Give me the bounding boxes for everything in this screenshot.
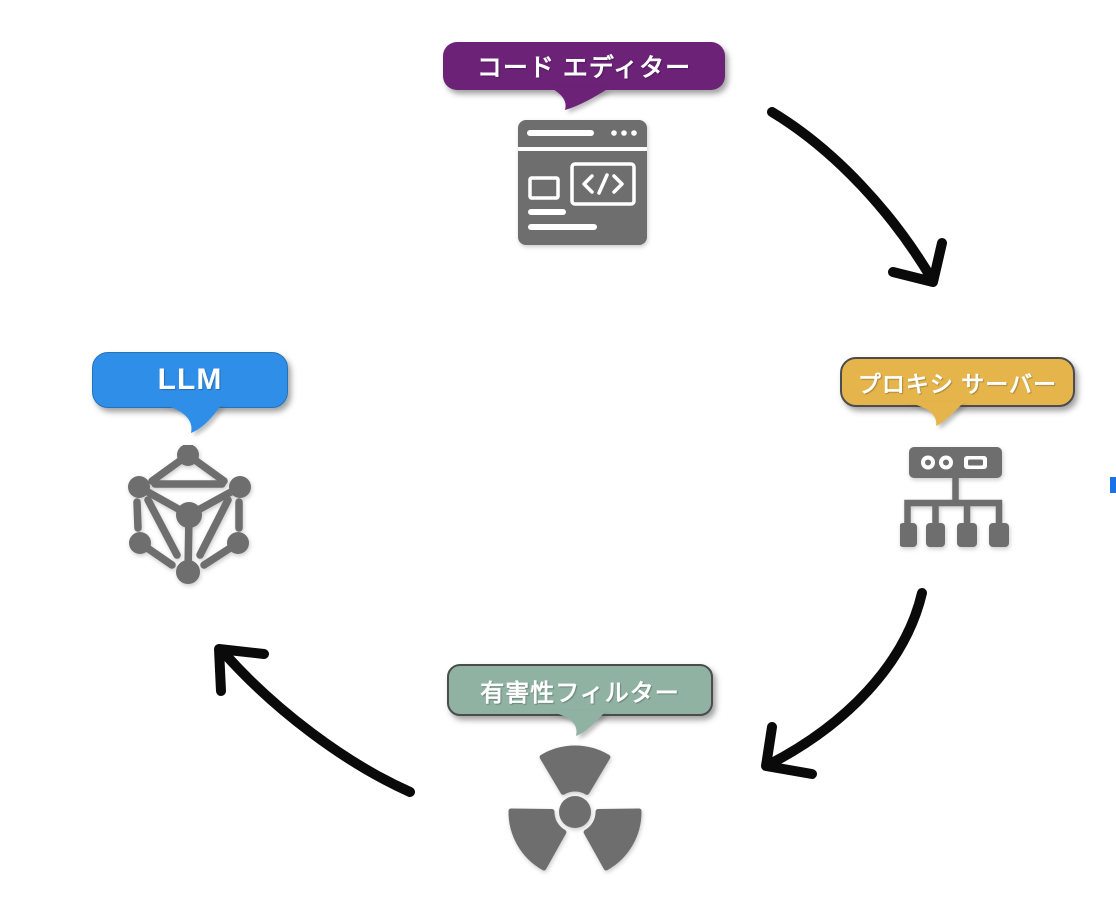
label-code-editor-text: コード エディター xyxy=(476,54,692,82)
radiation-icon xyxy=(508,745,642,871)
label-llm-text: LLM xyxy=(157,363,223,396)
label-bubble-llm: LLM xyxy=(92,352,288,433)
arrow-proxy-to-filter xyxy=(761,588,927,779)
code-editor-window-icon xyxy=(518,120,647,245)
label-bubble-code-editor: コード エディター xyxy=(443,42,725,110)
label-bubble-toxicity-filter: 有害性フィルター xyxy=(447,664,713,736)
bubble-tail xyxy=(551,88,609,110)
label-toxicity-filter-text: 有害性フィルター xyxy=(480,679,680,707)
bubble-tail xyxy=(161,404,222,433)
bubble-tail xyxy=(906,402,964,426)
arrow-filter-to-llm xyxy=(214,644,415,797)
network-graph-icon xyxy=(128,445,251,584)
label-proxy-server-text: プロキシ サーバー xyxy=(857,371,1058,397)
right-edge-blue-marker xyxy=(1110,477,1116,493)
label-bubble-proxy-server: プロキシ サーバー xyxy=(840,357,1075,426)
bubble-tail xyxy=(548,711,606,736)
server-network-icon xyxy=(900,447,1009,547)
arrow-code-editor-to-proxy xyxy=(767,107,947,287)
